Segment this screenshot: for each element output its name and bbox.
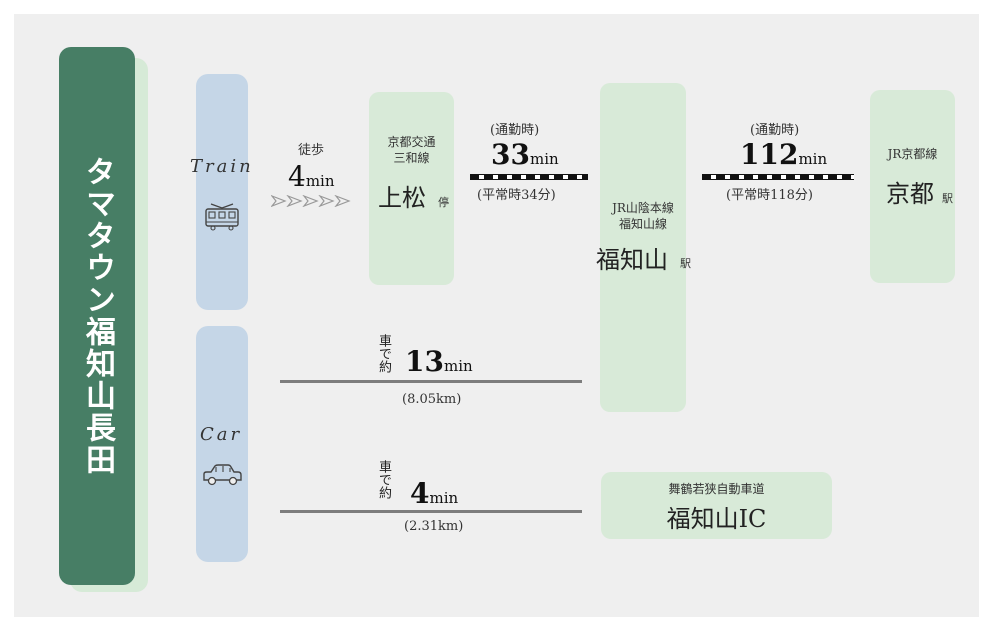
- walk-label: 徒歩: [298, 143, 325, 158]
- walk-arrows-icon: [271, 195, 351, 207]
- seg1-time: 33min: [491, 138, 559, 171]
- walk-unit: min: [305, 172, 335, 190]
- fukuchiyama-suffix: 駅: [680, 257, 691, 270]
- fukuchiyama-box: [600, 83, 686, 412]
- car-icon: [203, 464, 242, 486]
- kyoto-line: JR京都線: [887, 147, 938, 161]
- kamimatsu-line2: 三和線: [393, 151, 430, 165]
- car1-unit: min: [443, 357, 473, 375]
- car1-time: 13min: [405, 345, 473, 378]
- car-label: Car: [200, 424, 243, 445]
- ic-road: 舞鶴若狭自動車道: [668, 482, 765, 496]
- car2-value: 4: [410, 477, 430, 510]
- seg2-normal: (平常時118分): [726, 188, 813, 203]
- kamimatsu-name: 上松: [378, 184, 426, 212]
- kamimatsu-suffix: 停: [438, 196, 449, 209]
- kamimatsu-box: [369, 92, 454, 285]
- train-icon: [205, 203, 239, 231]
- kyoto-box: [870, 90, 955, 283]
- car-column: [196, 326, 248, 562]
- seg2-rail: [702, 174, 854, 180]
- seg1-value: 33: [491, 138, 530, 171]
- seg1-normal: (平常時34分): [477, 188, 556, 203]
- kyoto-name: 京都: [886, 180, 934, 208]
- car1-value: 13: [405, 345, 444, 378]
- seg1-rail: [470, 174, 588, 180]
- seg2-label: (通勤時): [750, 123, 800, 138]
- car2-distance: (2.31km): [404, 519, 464, 534]
- car2-road: [280, 510, 582, 513]
- origin-name: タマタウン福知山長田: [80, 156, 115, 476]
- seg2-unit: min: [798, 150, 828, 168]
- car2-label: 車で約: [376, 460, 391, 499]
- walk-value: 4: [288, 160, 306, 193]
- seg1-label: (通勤時): [490, 123, 540, 138]
- train-column: [196, 74, 248, 310]
- origin-pillar: タマタウン福知山長田: [59, 47, 135, 585]
- seg2-time: 112min: [740, 138, 827, 171]
- fukuchiyama-name: 福知山: [596, 246, 668, 274]
- seg2-value: 112: [740, 138, 799, 171]
- kamimatsu-line: 京都交通: [387, 135, 436, 149]
- ic-name: 福知山IC: [666, 505, 767, 533]
- kyoto-suffix: 駅: [942, 192, 953, 205]
- ic-box: [601, 472, 832, 539]
- train-label: Train: [190, 156, 254, 177]
- walk-time: 4min: [288, 160, 335, 193]
- car2-time: 4min: [410, 477, 458, 510]
- fukuchiyama-line2: 福知山線: [618, 217, 667, 231]
- car1-label: 車で約: [376, 334, 391, 373]
- seg1-unit: min: [529, 150, 559, 168]
- car1-distance: (8.05km): [402, 392, 462, 407]
- background-panel: [14, 14, 979, 617]
- car2-unit: min: [429, 489, 459, 507]
- car1-road: [280, 380, 582, 383]
- fukuchiyama-line: JR山陰本線: [612, 201, 674, 215]
